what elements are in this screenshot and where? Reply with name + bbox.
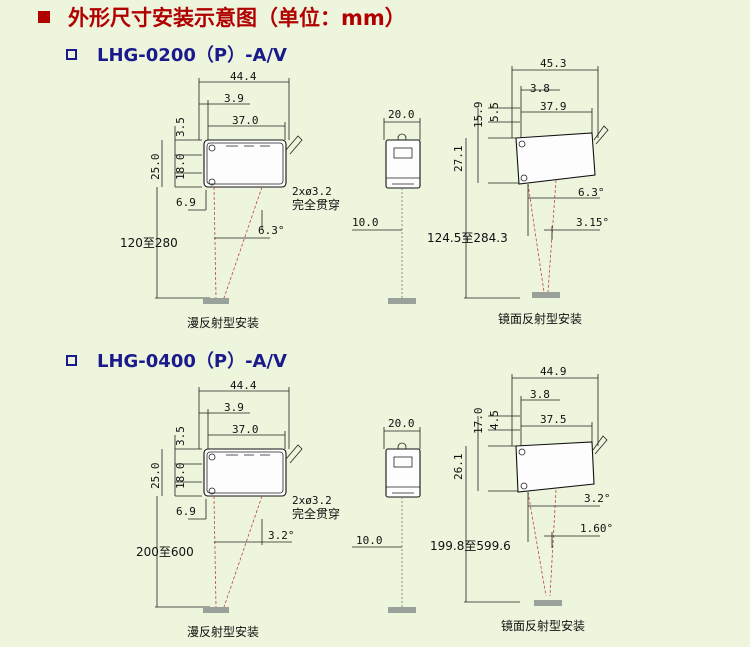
side-view-1: 20.0 10.0 xyxy=(352,108,421,304)
sensor-body xyxy=(515,132,596,185)
retro-drawing-2: 44.9 3.8 37.5 17.0 4.5 26.1 3.2° 1.60° 1… xyxy=(430,365,613,633)
ground-target xyxy=(388,298,416,304)
caption-diffuse: 漫反射型安装 xyxy=(187,315,259,330)
dim-inner-height: 18.0 xyxy=(174,154,187,181)
dim-height: 25.0 xyxy=(149,154,162,181)
dim-width: 45.3 xyxy=(540,57,567,70)
checkbox-bullet-icon xyxy=(66,354,77,366)
dim-width: 44.9 xyxy=(540,365,567,378)
dim-top-height: 3.5 xyxy=(174,426,187,446)
dim-inner-height: 18.0 xyxy=(174,463,187,490)
sensor-body xyxy=(203,139,287,188)
dim-bottom-offset: 6.9 xyxy=(176,505,196,518)
dim-body-width: 37.9 xyxy=(540,100,567,113)
diffuse-drawing-2: 44.4 3.9 37.0 3.5 25.0 18.0 2xø3.2 完全贯穿 … xyxy=(136,379,340,639)
model-heading-1: LHG-0200（P）-A/V xyxy=(66,41,287,67)
side-body xyxy=(385,448,421,498)
dim-angle: 6.3° xyxy=(258,224,285,237)
model-name: LHG-0200（P）-A/V xyxy=(97,45,287,66)
checkbox-bullet-icon xyxy=(66,48,77,60)
dim-top-height: 15.9 xyxy=(472,102,485,129)
dim-angle1: 6.3° xyxy=(578,186,605,199)
hole-note: 完全贯穿 xyxy=(292,197,340,212)
dim-bottom-offset: 6.9 xyxy=(176,196,196,209)
dim-side-width: 20.0 xyxy=(388,417,415,430)
hole-spec: 2xø3.2 xyxy=(292,494,332,507)
dim-height: 27.1 xyxy=(452,146,465,173)
dim-range: 200至600 xyxy=(136,545,194,559)
hole-spec: 2xø3.2 xyxy=(292,185,332,198)
caption-diffuse: 漫反射型安装 xyxy=(187,624,259,639)
dim-range: 120至280 xyxy=(120,236,178,250)
dim-side-center: 10.0 xyxy=(352,216,379,229)
dim-offset: 3.8 xyxy=(530,82,550,95)
dim-height: 26.1 xyxy=(452,454,465,481)
model-name: LHG-0400（P）-A/V xyxy=(97,351,287,372)
model-heading-2: LHG-0400（P）-A/V xyxy=(66,347,287,373)
dim-angle2: 3.15° xyxy=(576,216,609,229)
dim-range: 124.5至284.3 xyxy=(427,231,508,245)
dim-top2-height: 4.5 xyxy=(488,410,501,430)
sensor-body xyxy=(515,441,595,493)
dim-body-width: 37.0 xyxy=(232,114,259,127)
dim-offset: 3.9 xyxy=(224,401,244,414)
dim-body-width: 37.0 xyxy=(232,423,259,436)
dim-angle: 3.2° xyxy=(268,529,295,542)
dim-height: 25.0 xyxy=(149,463,162,490)
dim-side-width: 20.0 xyxy=(388,108,415,121)
title-bullet-icon xyxy=(38,11,50,23)
dim-side-center: 10.0 xyxy=(356,534,383,547)
dim-top-height: 3.5 xyxy=(174,117,187,137)
dim-offset: 3.9 xyxy=(224,92,244,105)
retro-drawing-1: 45.3 3.8 37.9 15.9 5.5 27.1 6.3° 3.15° 1… xyxy=(427,57,609,326)
side-body xyxy=(385,139,421,189)
dim-angle2: 1.60° xyxy=(580,522,613,535)
side-view-2: 20.0 10.0 xyxy=(352,417,421,613)
page-title-text: 外形尺寸安装示意图（单位：mm） xyxy=(68,6,406,30)
dim-top2-height: 5.5 xyxy=(488,102,501,122)
dim-width: 44.4 xyxy=(230,379,257,392)
ground-target xyxy=(534,600,562,606)
dim-width: 44.4 xyxy=(230,70,257,83)
dim-offset: 3.8 xyxy=(530,388,550,401)
dim-body-width: 37.5 xyxy=(540,413,567,426)
dim-angle1: 3.2° xyxy=(584,492,611,505)
caption-retro: 镜面反射型安装 xyxy=(501,618,585,633)
ground-target xyxy=(203,298,229,304)
dim-range: 199.8至599.6 xyxy=(430,539,511,553)
ground-target xyxy=(388,607,416,613)
dim-top-height: 17.0 xyxy=(472,408,485,435)
ground-target xyxy=(203,607,229,613)
ground-target xyxy=(532,292,560,298)
diffuse-drawing-1: 44.4 3.9 37.0 3.5 25.0 18.0 2xø3.2 完全贯穿 … xyxy=(120,70,340,330)
page-title: 外形尺寸安装示意图（单位：mm） xyxy=(38,2,406,32)
sensor-body xyxy=(203,448,287,497)
hole-note: 完全贯穿 xyxy=(292,506,340,521)
caption-retro: 镜面反射型安装 xyxy=(498,311,582,326)
